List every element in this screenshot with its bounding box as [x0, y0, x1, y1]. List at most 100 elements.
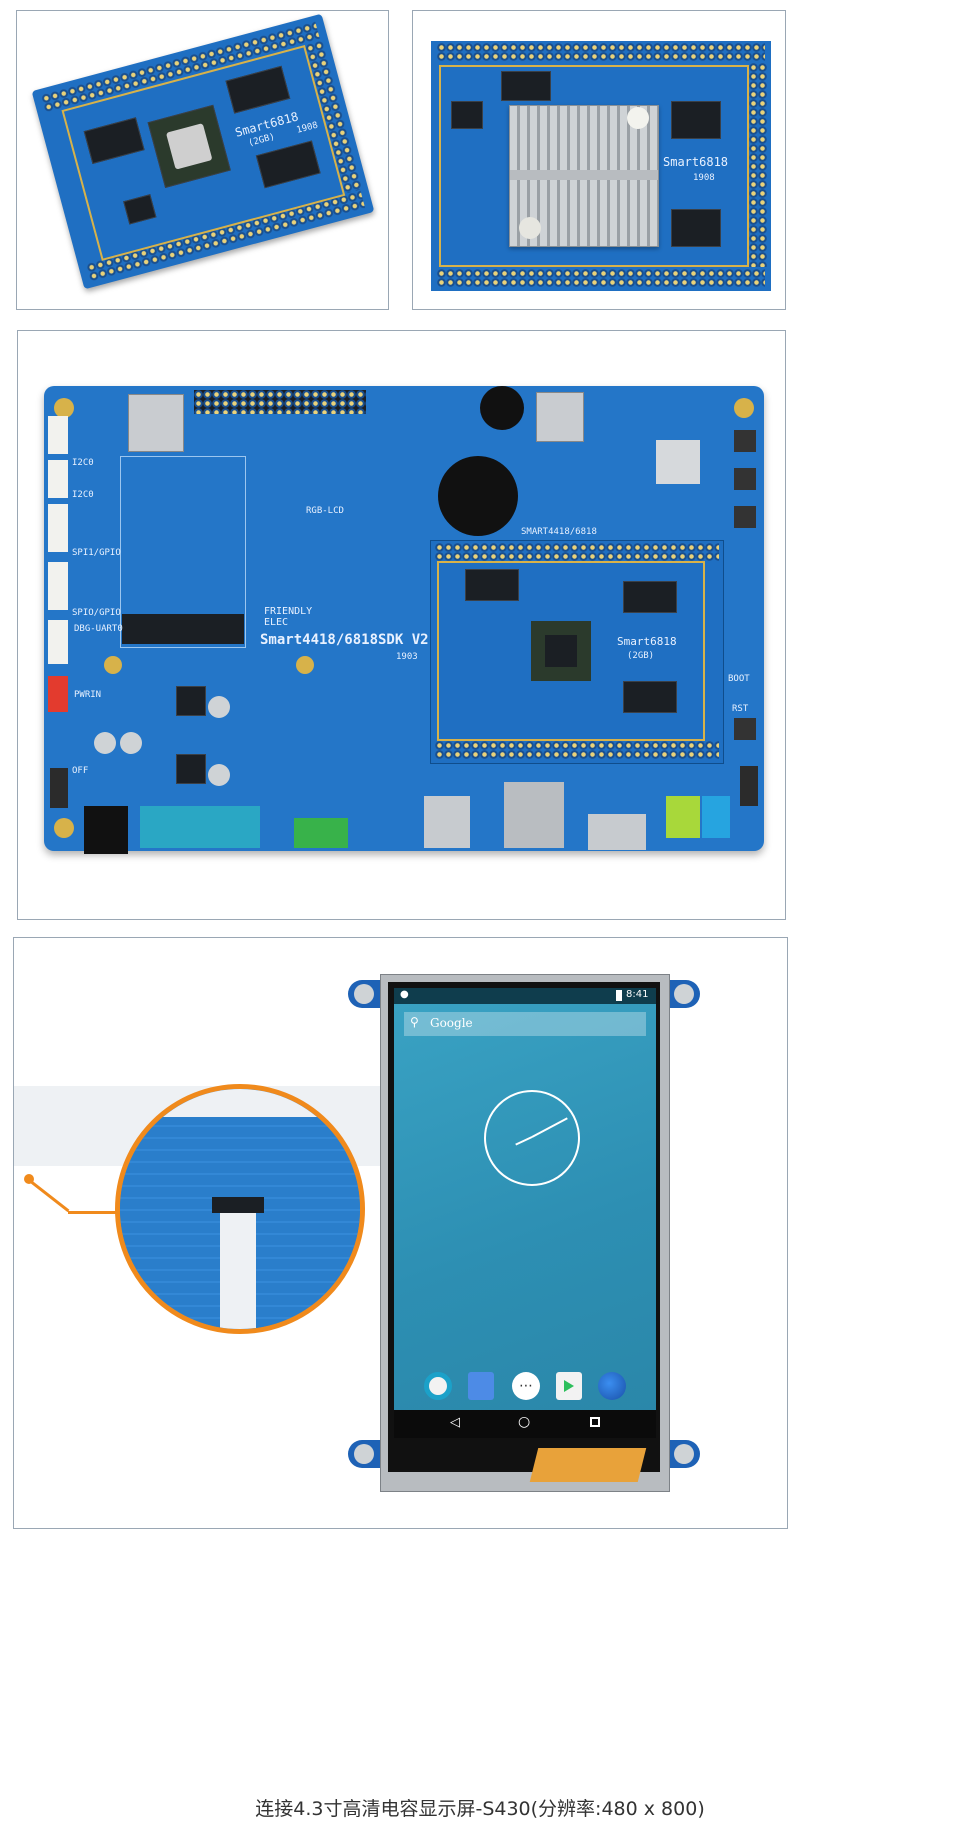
capacitor	[208, 764, 230, 786]
memory-chip	[671, 209, 721, 247]
inductor	[176, 754, 206, 784]
boot-label: BOOT	[728, 674, 750, 684]
hdmi-port	[588, 814, 646, 850]
lcd-outline	[120, 456, 246, 648]
zoom-ffc	[220, 1209, 256, 1329]
capacitor	[208, 696, 230, 718]
display-photo: ● 8:41 ⚲ Google ⋯ ◁ ○	[13, 937, 788, 1529]
mounting-hole	[54, 818, 74, 838]
rgb-lcd-label: RGB-LCD	[306, 506, 344, 516]
rst-label: RST	[732, 704, 749, 714]
apps-icon[interactable]: ⋯	[512, 1372, 540, 1400]
dc-jack	[84, 806, 128, 854]
buzzer	[480, 386, 524, 430]
clock-hand	[515, 1136, 533, 1146]
terminal-block	[294, 818, 348, 848]
capacitor	[94, 732, 116, 754]
screw-hole	[674, 984, 694, 1004]
memory-chip	[623, 681, 677, 713]
inductor	[176, 686, 206, 716]
memory-chip	[623, 581, 677, 613]
soc-chip	[531, 621, 591, 681]
module-label: Smart6818	[663, 155, 729, 169]
dock: ⋯	[394, 1366, 656, 1406]
browser-icon[interactable]	[598, 1372, 626, 1400]
serial-port	[140, 806, 260, 848]
notification-icon: ●	[400, 989, 409, 1000]
audio-jack	[666, 796, 700, 838]
sim-slot	[128, 394, 184, 452]
jst-connector	[48, 562, 68, 610]
jst-connector	[48, 620, 68, 664]
module-photo-front: Smart6818 (2GB) 1908	[16, 10, 389, 310]
contacts-icon[interactable]	[468, 1372, 494, 1400]
core-module: SMART4418/6818 Smart6818 (2GB)	[430, 527, 724, 764]
gold-outline	[437, 561, 705, 741]
search-bar[interactable]: ⚲ Google	[404, 1012, 646, 1036]
jst-connector	[48, 460, 68, 498]
back-icon[interactable]: ◁	[450, 1415, 460, 1430]
screw-hole	[354, 984, 374, 1004]
wifi-module	[656, 440, 700, 484]
i2c-label: I2C0	[72, 458, 94, 468]
spi-label: SPI1/GPIO	[72, 548, 121, 558]
jst-connector	[48, 504, 68, 552]
lcd-fpc	[529, 1448, 647, 1482]
power-header	[48, 676, 68, 712]
module-photo-heatsink: Smart6818 1908	[412, 10, 786, 310]
mounting-hole	[296, 656, 314, 674]
pin-header-top	[435, 543, 719, 561]
usb-port	[424, 796, 470, 848]
clock-widget[interactable]	[484, 1090, 580, 1186]
push-button	[734, 718, 756, 740]
home-icon[interactable]: ○	[518, 1414, 531, 1430]
push-button	[734, 506, 756, 528]
callout-line	[28, 1179, 70, 1213]
pwrin-label: PWRIN	[74, 690, 102, 700]
status-bar: ● 8:41	[394, 988, 656, 1004]
pin-header-right	[749, 63, 767, 267]
brand-label: FRIENDLY ELEC	[264, 606, 313, 628]
search-icon: ⚲	[410, 1015, 419, 1029]
slide-switch	[740, 766, 758, 806]
capacitor	[120, 732, 142, 754]
sdk-board-photo: FRIENDLY ELEC Smart4418/6818SDK V2 1903 …	[17, 330, 786, 920]
push-button	[734, 430, 756, 452]
zoom-connector	[212, 1197, 264, 1213]
chrome-icon[interactable]	[424, 1372, 452, 1400]
recents-icon[interactable]	[590, 1417, 600, 1427]
standoff	[627, 107, 649, 129]
gpio-header	[194, 390, 366, 414]
battery-icon	[616, 990, 622, 1001]
board-code: 1903	[396, 652, 418, 662]
module-pcb: Smart6818 1908	[431, 41, 771, 291]
pin-header-bottom	[437, 269, 765, 287]
coin-cell-holder	[438, 456, 518, 536]
module-label: Smart6818	[617, 635, 677, 648]
screw-hole	[674, 1444, 694, 1464]
power-switch	[50, 768, 68, 808]
play-store-icon[interactable]	[556, 1372, 582, 1400]
uart-label: DBG-UART0	[74, 624, 123, 634]
m2-slot	[122, 614, 244, 644]
board-title: Smart4418/6818SDK V2	[260, 632, 429, 648]
mounting-hole	[734, 398, 754, 418]
mounting-hole	[104, 656, 122, 674]
pin-header-top	[437, 43, 765, 61]
mounting-hole	[54, 398, 74, 418]
caption: 连接4.3寸高清电容显示屏-S430(分辨率:480 x 800)	[255, 1798, 705, 1820]
memory-chip	[671, 101, 721, 139]
zoom-bubble	[115, 1084, 365, 1334]
search-hint: Google	[430, 1016, 473, 1030]
gold-outline	[439, 65, 749, 267]
screen: ● 8:41 ⚲ Google ⋯ ◁ ○	[394, 988, 656, 1438]
pin-header-bottom	[435, 741, 719, 759]
module-header-text: SMART4418/6818	[521, 527, 597, 537]
clock-hand	[531, 1117, 568, 1138]
carrier-pcb: FRIENDLY ELEC Smart4418/6818SDK V2 1903 …	[44, 386, 764, 854]
off-label: OFF	[72, 766, 89, 776]
zoom-bg	[120, 1089, 360, 1117]
ethernet-port	[504, 782, 564, 848]
push-button	[734, 468, 756, 490]
module-pcb: Smart6818 (2GB) 1908	[31, 13, 375, 290]
